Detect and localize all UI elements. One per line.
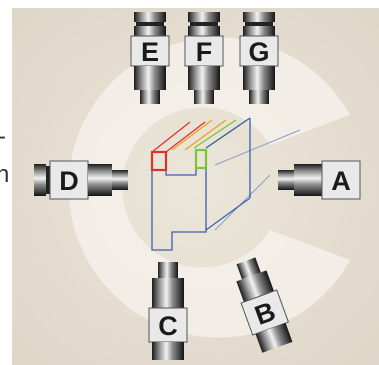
background-disc	[68, 37, 350, 338]
beam-line-2	[214, 174, 271, 231]
sensor-e-label: E	[141, 37, 159, 67]
sensor-d: D	[34, 160, 128, 200]
edge-text-2: n	[0, 161, 9, 188]
sensor-e: E	[130, 12, 170, 104]
sensor-c: C	[148, 262, 188, 360]
sensor-f: F	[184, 12, 224, 104]
sensor-f-label: F	[196, 37, 213, 67]
sensor-g-label: G	[248, 37, 269, 67]
workpiece-profile	[150, 117, 251, 251]
sensor-b: B	[236, 257, 293, 353]
beam-line-1	[214, 129, 301, 166]
sensor-c-label: C	[158, 311, 178, 341]
edge-text-1: -	[0, 123, 6, 150]
sensor-g: G	[239, 12, 279, 104]
sensor-d-label: D	[59, 166, 79, 196]
sensor-a: A	[278, 160, 361, 200]
sensor-a-label: A	[331, 166, 351, 196]
